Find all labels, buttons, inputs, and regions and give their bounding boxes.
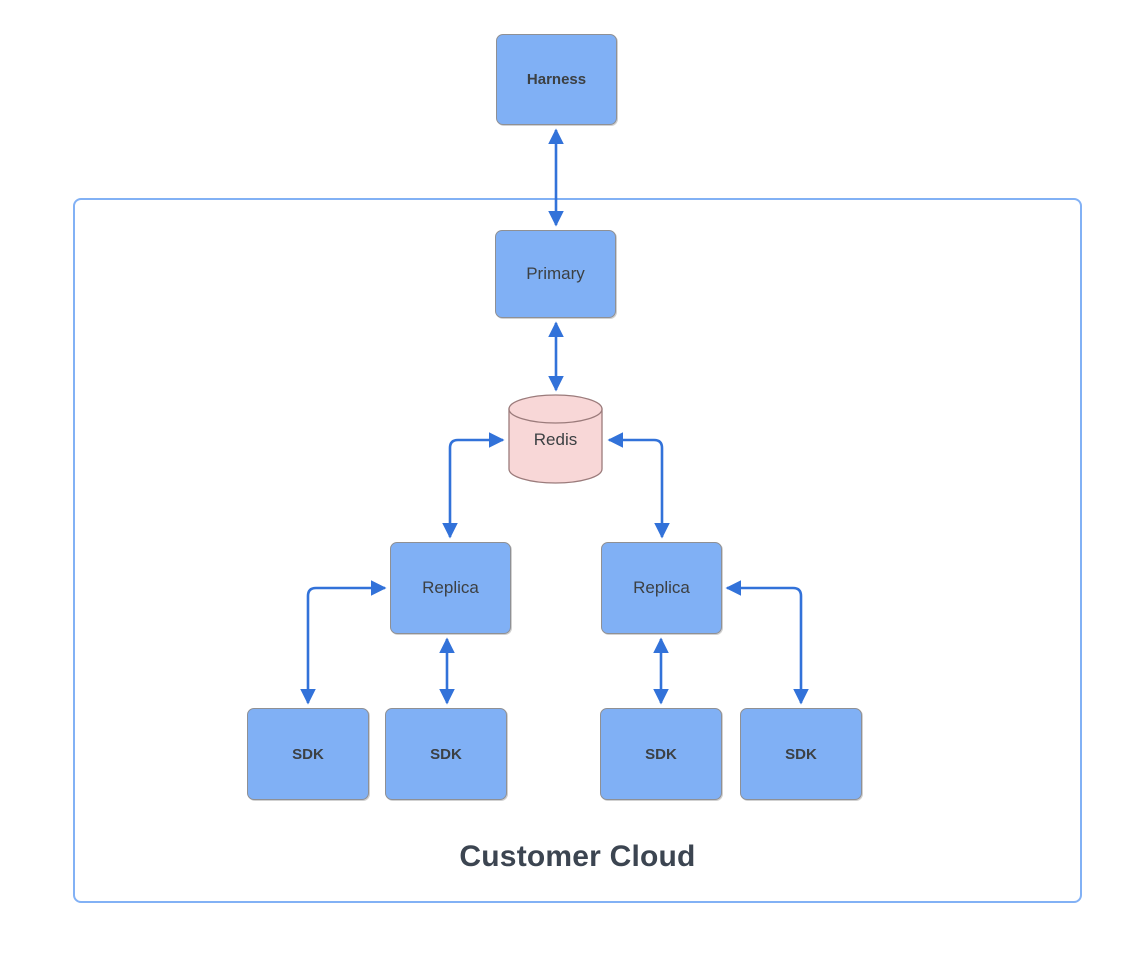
edge-replica-left-sdk-1: [300, 580, 387, 705]
node-replica-left[interactable]: Replica: [390, 542, 511, 634]
customer-cloud-title: Customer Cloud: [459, 840, 696, 873]
node-replica-right[interactable]: Replica: [601, 542, 722, 634]
node-sdk-2[interactable]: SDK: [385, 708, 507, 800]
node-sdk-2-label: SDK: [430, 745, 462, 763]
node-replica-left-label: Replica: [422, 578, 479, 597]
node-harness[interactable]: Harness: [496, 34, 617, 125]
node-replica-right-label: Replica: [633, 578, 690, 597]
node-redis[interactable]: Redis: [508, 394, 603, 484]
node-sdk-1[interactable]: SDK: [247, 708, 369, 800]
node-sdk-1-label: SDK: [292, 745, 324, 763]
customer-cloud-boundary: [73, 198, 1082, 903]
node-sdk-4-label: SDK: [785, 745, 817, 763]
node-sdk-3-label: SDK: [645, 745, 677, 763]
node-harness-label: Harness: [526, 71, 587, 88]
node-primary[interactable]: Primary: [495, 230, 616, 318]
edge-redis-replica-left: [442, 432, 505, 539]
node-redis-label: Redis: [533, 430, 578, 449]
database-cylinder-icon: [508, 394, 603, 484]
node-sdk-4[interactable]: SDK: [740, 708, 862, 800]
node-sdk-3[interactable]: SDK: [600, 708, 722, 800]
edge-redis-replica-right: [607, 432, 670, 539]
node-primary-label: Primary: [526, 264, 585, 283]
edge-replica-right-sdk-4: [725, 580, 809, 705]
